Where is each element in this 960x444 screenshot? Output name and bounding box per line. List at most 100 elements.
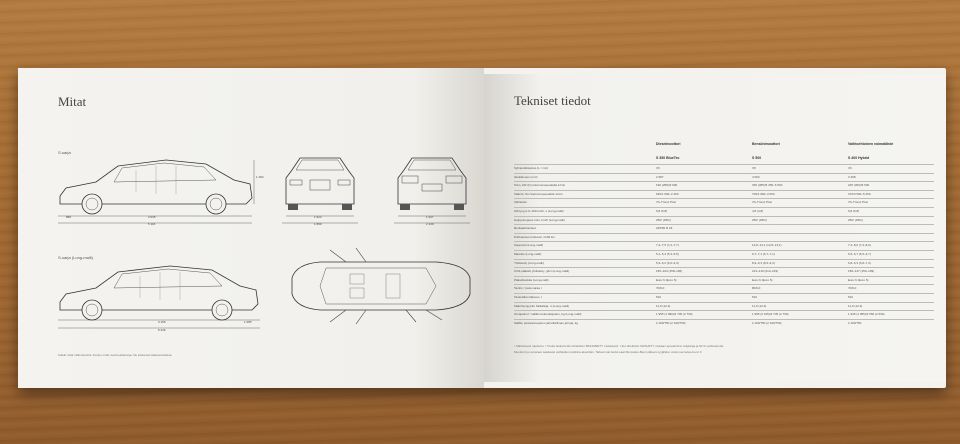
spec-value: 7,4–8,0 (7,4–8,0)	[848, 243, 871, 248]
spec-label: Kääntöympyrän halkaisija, m (Long-malli)	[514, 303, 570, 308]
spec-value: 2 100/750	[848, 320, 862, 325]
spec-row: Teho, kW (hv) kierrosnopeudella 1/min 190…	[514, 181, 934, 189]
spec-row: Huippunopeus noin, km/h (Long-malli) 250¹…	[514, 215, 934, 224]
spec-value: Euro 6 (Euro 6)	[848, 277, 869, 282]
spec-value: 510	[752, 295, 758, 299]
spec-label: Päästöluokka (Long-malli)	[514, 277, 549, 282]
spec-value: 5,1–5,4 (5,3–5,5)	[656, 252, 679, 256]
spec-row: Yhdistetty (Long-malli) 5,9–6,2 (6,0–6,3)…	[514, 258, 934, 267]
dim-rear-track: 1 637	[426, 215, 434, 219]
spec-value: 11,9 (12,3)	[656, 303, 671, 308]
spec-value: 1 955 (1 990)/2 700 (2 760)	[656, 312, 693, 317]
spec-value: V8	[752, 166, 756, 170]
spec-row: Vaihteisto 7G-Tronic Plus 7G-Tronic Plus 7G…	[514, 198, 934, 206]
spec-row: Sallittu perävaunupaino jarruilla/ilman …	[514, 318, 934, 327]
side-view-drawing-standard	[56, 152, 256, 232]
spec-label: CO2-päästöt yhdistetty, g/km (Long-malli…	[514, 269, 570, 274]
spec-label: Teho, kW (hv) kierrosnopeudella 1/min	[514, 183, 566, 188]
open-brochure: Mitat S-sarja S-sarja (Long-malli) 866 3…	[18, 68, 946, 388]
right-page-title: Tekniset tiedot	[514, 93, 591, 108]
spec-value: 7G-Tronic Plus	[752, 200, 772, 205]
spec-row: Kaupunki (Long-malli)7,3–7,5 (7,4–7,7)12…	[514, 241, 934, 249]
spec-value: 7G-Tronic Plus	[656, 200, 676, 205]
spec-value: 245/50 R 18	[656, 226, 673, 231]
dim-height: 1 494	[256, 175, 264, 179]
dim-wheelbase: 3 035	[148, 215, 156, 219]
spec-value: 11,9 (12,3)	[848, 303, 863, 308]
spec-value: 190 (258)/3 600	[656, 183, 678, 188]
spec-value: 700/1 800–3 500	[752, 191, 775, 196]
dim-front-width: 1 899	[314, 222, 322, 226]
spec-value: 3 498	[848, 174, 856, 179]
spec-row: Iskutilavuus (cm³) 2 987 4 663 3 498	[514, 172, 934, 181]
spec-value: 70/9,0	[656, 286, 665, 291]
spec-value: 6,5–6,7 (6,5–6,7)	[848, 252, 871, 256]
spec-label: Maantie (Long-malli)	[514, 252, 542, 256]
spec-value: 158–147 (159–169)	[848, 269, 875, 274]
dim-long-rear-overhang: 1 085	[244, 320, 252, 324]
right-page: Tekniset tiedot Dieselmoottori S 350 Blu…	[484, 74, 946, 382]
spec-label: Yhdistetty (Long-malli)	[514, 260, 544, 265]
spec-value: 80/9,0	[752, 286, 761, 291]
spec-value: 510	[656, 295, 662, 299]
top-view-drawing	[286, 248, 476, 324]
spec-row: Päästöluokka (Long-malli) Euro 6 (Euro 6)…	[514, 275, 934, 284]
spec-label: Kaupunki (Long-malli)	[514, 243, 544, 248]
spec-row: CO2-päästöt yhdistetty, g/km (Long-malli…	[514, 267, 934, 275]
spec-value: 7G-Tronic Plus	[848, 200, 868, 205]
section-label-standard: S-sarja	[58, 150, 71, 155]
spec-label: Vaihteisto	[514, 200, 527, 205]
side-view-drawing-long	[56, 258, 262, 338]
spec-label: Polttoaineen kulutus², l/100 km	[514, 234, 556, 239]
spec-value: 6,8 (6,8)	[848, 209, 860, 213]
spec-value: 620/1 600–2 400	[656, 191, 679, 196]
spec-row: Maantie (Long-malli) 5,1–5,4 (5,3–5,5) 6,7…	[514, 250, 934, 258]
spec-row: Omapaino³ / sallittu kokonaispaino, kg (…	[514, 310, 934, 318]
dim-front-track: 1 624	[314, 215, 322, 219]
spec-label: Vääntö, Nm kierrosnopeudella 1/min	[514, 191, 563, 196]
spec-value: Euro 6 (Euro 6)	[656, 277, 677, 282]
spec-value: 4,8 (4,8)	[752, 209, 764, 213]
column-group-hybrid: Vaihtoehtoinen voimalähde	[848, 142, 894, 146]
spec-value: 6,8 (6,8)	[656, 209, 668, 213]
spec-row: Kääntöympyrän halkaisija, m (Long-malli)…	[514, 301, 934, 310]
spec-label: Omapaino³ / sallittu kokonaispaino, kg (…	[514, 312, 582, 317]
left-page: Mitat S-sarja S-sarja (Long-malli) 866 3…	[18, 68, 484, 388]
spec-value: 6,7–7,1 (6,7–7,1)	[752, 252, 775, 256]
spec-value: 7,3–7,5 (7,4–7,7)	[656, 243, 679, 248]
spec-value: 1 935 (1 955)/2 650 (2 690)	[848, 312, 885, 317]
spec-value: 8,9–9,3 (8,9–9,3)	[752, 260, 775, 265]
left-page-title: Mitat	[58, 94, 87, 109]
spec-label: Huippunopeus noin, km/h (Long-malli)	[514, 217, 565, 222]
spec-value: 5,9–6,2 (6,0–6,3)	[656, 260, 679, 265]
column-group-petrol: Bensiinimoottori	[752, 142, 780, 146]
spec-label: Iskutilavuus (cm³)	[514, 174, 538, 179]
spec-value: V6	[848, 166, 852, 170]
spec-value: 250¹ (250¹)	[848, 217, 863, 222]
spec-value: V6	[656, 166, 660, 170]
spec-value: 370/3 500–5 250	[848, 191, 871, 196]
column-model-hybrid: S 400 Hybrid	[848, 156, 870, 160]
left-footnote: Kaikki mitat millimetreinä. Kuvien mitat…	[58, 353, 173, 357]
spec-value: Euro 6 (Euro 6)	[752, 277, 773, 282]
spec-label: Tankin / josta varaa, l	[514, 286, 543, 291]
column-model-petrol: S 500	[752, 156, 762, 160]
spec-value: 1 995 (2 015)/2 735 (2 760)	[752, 312, 789, 317]
spec-value: 2 987	[656, 174, 664, 179]
spec-label: Sallittu perävaunupaino jarruilla/ilman …	[514, 320, 578, 325]
spec-value: 11,9 (12,3)	[752, 303, 767, 308]
right-footnote-2: Moottorit ja varusteet saattavat vaihdel…	[514, 350, 702, 354]
right-footnote-1: ¹ Sähköisesti rajoitettu. ² Tiedot laske…	[514, 344, 724, 348]
dim-long-total: 5 246	[158, 328, 166, 332]
dim-rear-width: 2 130	[426, 222, 434, 226]
spec-label: Tavaratilan tilavuus, l	[514, 295, 542, 299]
dim-total-length: 5 116	[148, 222, 156, 226]
column-group-diesel: Dieselmoottori	[656, 142, 681, 146]
section-label-long: S-sarja (Long-malli)	[58, 255, 93, 260]
spec-value: 4 663	[752, 174, 760, 179]
spec-value: 213–219 (213–219)	[752, 269, 779, 274]
